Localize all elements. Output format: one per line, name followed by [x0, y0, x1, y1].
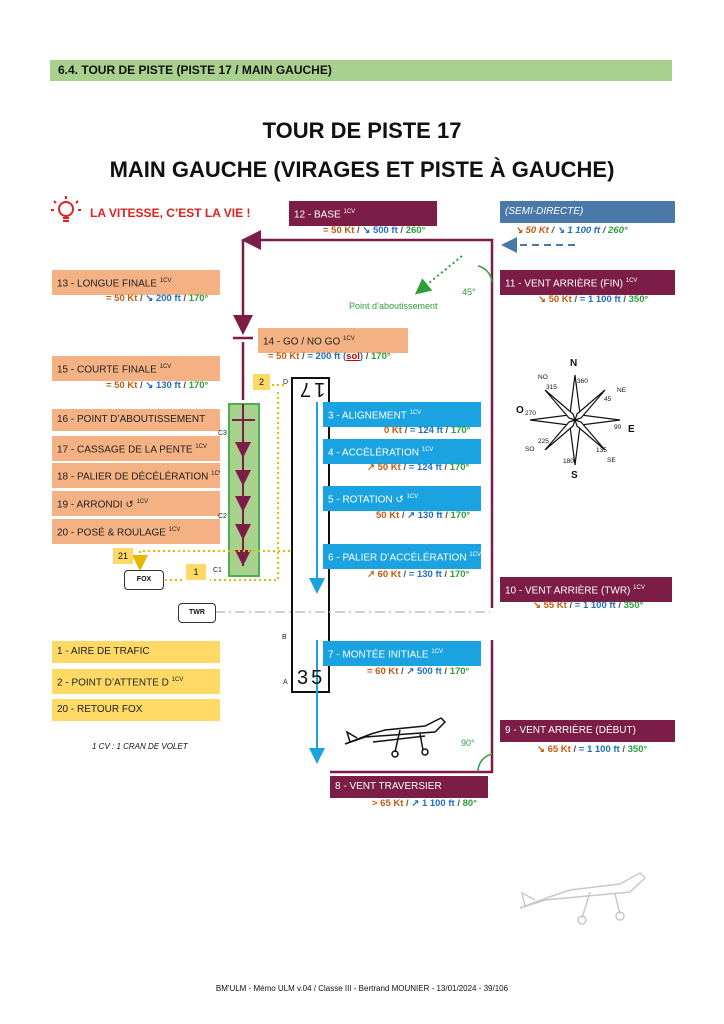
marker-1: 1 [186, 564, 206, 580]
values-3: 0 Kt / = 124 ft / 170° [384, 425, 471, 436]
flap-note: 1 CV : 1 CRAN DE VOLET [92, 742, 188, 751]
section-title: 6.4. TOUR DE PISTE (PISTE 17 / MAIN GAUC… [58, 63, 332, 77]
label-7-montee-initiale: 7 - MONTÉE INITIALE 1CV [323, 641, 481, 667]
page-subtitle: MAIN GAUCHE (VIRAGES ET PISTE À GAUCHE) [109, 157, 615, 182]
label-3-alignement: 3 - ALIGNEMENT 1CV [323, 402, 481, 428]
compass-s: S [571, 470, 578, 481]
annotation-90: 90° [461, 738, 475, 748]
runway-number-35: 35 [297, 667, 326, 689]
label-10-vent-arriere-twr: 10 - VENT ARRIÈRE (TWR) 1CV [500, 577, 672, 603]
compass-e: E [628, 424, 635, 435]
label-9-vent-arriere-debut: 9 - VENT ARRIÈRE (DÉBUT) [500, 720, 675, 742]
values-6: ↗ 60 Kt / = 130 ft / 170° [367, 569, 470, 580]
fox-box: FOX [124, 570, 164, 590]
compass-ne: NE [617, 387, 627, 394]
label-20-pose-roulage: 20 - POSÉ & ROULAGE 1CV [52, 519, 220, 545]
page-footer: BM'ULM - Mémo ULM v.04 / Classe III - Be… [215, 984, 509, 993]
page-title: TOUR DE PISTE 17 [262, 118, 462, 143]
values-8: > 65 Kt / ↗ 1 100 ft / 80° [372, 798, 477, 809]
label-16-point-aboutissement: 16 - POINT D’ABOUTISSEMENT [52, 409, 220, 431]
point-c3: C3 [218, 430, 227, 437]
twr-box: TWR [178, 603, 216, 623]
label-8-vent-traversier: 8 - VENT TRAVERSIER [330, 776, 488, 798]
values-11: ↘ 50 Kt / = 1 100 ft / 350° [538, 294, 649, 305]
values-15: = 50 Kt / ↘ 130 ft / 170° [106, 380, 209, 391]
compass-135: 135 [596, 447, 607, 454]
values-semi: ↘ 50 Kt / ↘ 1 100 ft / 260° [515, 225, 628, 236]
point-b: B [282, 634, 287, 641]
label-5-rotation: 5 - ROTATION ↺ 1CV [323, 486, 481, 512]
compass-180: 180 [563, 458, 574, 465]
marker-21: 21 [113, 548, 133, 564]
label-2-point-attente: 2 - POINT D’ATTENTE D 1CV [52, 669, 220, 695]
values-14: = 50 Kt / = 200 ft (sol) / 170° [268, 351, 391, 362]
label-semi-directe: (SEMI-DIRECTE) [500, 201, 675, 223]
section-header: 6.4. TOUR DE PISTE (PISTE 17 / MAIN GAUC… [50, 60, 672, 81]
label-18-palier-deceleration: 18 - PALIER DE DÉCÉLÉRATION 1CV [52, 463, 220, 489]
annotation-point-aboutissement: Point d’aboutissement [349, 301, 438, 311]
compass-270: 270 [525, 410, 536, 417]
values-4: ↗ 50 Kt / = 124 ft / 170° [367, 462, 470, 473]
values-12: = 50 Kt / ↘ 500 ft / 260° [323, 225, 426, 236]
label-17-cassage-pente: 17 - CASSAGE DE LA PENTE 1CV [52, 436, 220, 462]
label-14-go-no-go: 14 - GO / NO GO 1CV [258, 328, 408, 354]
compass-360: 360 [577, 378, 588, 385]
label-4-acceleration: 4 - ACCÉLÉRATION 1CV [323, 439, 481, 465]
annotation-45: 45° [462, 287, 476, 297]
compass-315: 315 [546, 384, 557, 391]
label-1-aire-trafic: 1 - AIRE DE TRAFIC [52, 641, 220, 663]
label-13-longue-finale: 13 - LONGUE FINALE 1CV [52, 270, 220, 296]
compass-n: N [570, 358, 578, 369]
lightbulb-icon [51, 196, 81, 222]
label-11-vent-arriere-fin: 11 - VENT ARRIÈRE (FIN) 1CV [500, 270, 675, 296]
marker-2: 2 [253, 374, 270, 390]
point-d: D [283, 379, 289, 386]
label-15-courte-finale: 15 - COURTE FINALE 1CV [52, 356, 220, 382]
values-10: ↘ 55 Kt / = 1 100 ft / 350° [533, 600, 644, 611]
point-c1: C1 [213, 567, 222, 574]
compass-no: NO [538, 374, 548, 381]
compass-90: 90 [614, 424, 622, 431]
point-a: A [283, 679, 288, 686]
values-7: = 60 Kt / ↗ 500 ft / 170° [367, 666, 470, 677]
speed-warning: LA VITESSE, C’EST LA VIE ! [90, 206, 251, 220]
compass-225: 225 [538, 438, 549, 445]
compass-45: 45 [604, 396, 612, 403]
compass-se: SE [607, 457, 616, 464]
values-5: 50 Kt / ↗ 130 ft / 170° [376, 510, 471, 521]
compass-o: O [516, 405, 524, 416]
compass-so: SO [525, 446, 535, 453]
label-20-retour-fox: 20 - RETOUR FOX [52, 699, 220, 721]
label-12-base: 12 - BASE 1CV [289, 201, 437, 227]
runway-number-17: 17 [297, 378, 326, 400]
point-c2: C2 [218, 513, 227, 520]
values-13: = 50 Kt / ↘ 200 ft / 170° [106, 293, 209, 304]
label-19-arrondi: 19 - ARRONDI ↺ 1CV [52, 491, 220, 517]
values-9: ↘ 65 Kt / = 1 100 ft / 350° [537, 744, 648, 755]
label-6-palier-acceleration: 6 - PALIER D’ACCÉLÉRATION 1CV [323, 544, 481, 570]
